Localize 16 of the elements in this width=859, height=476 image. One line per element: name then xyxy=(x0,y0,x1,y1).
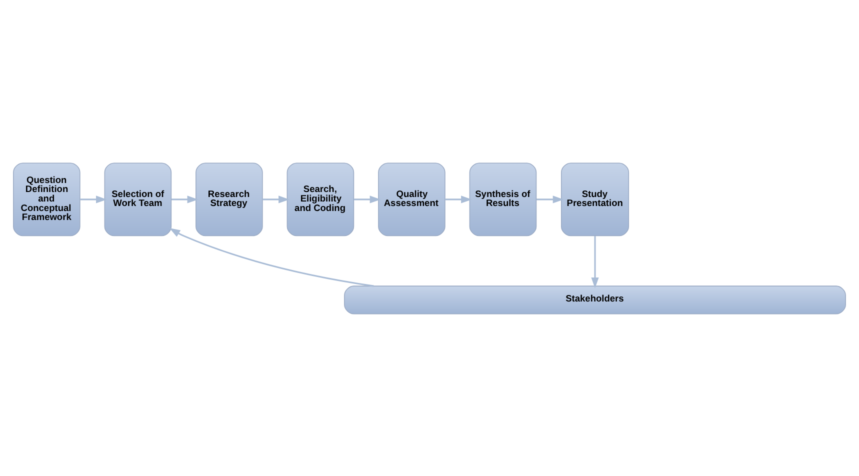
node-box: Research Strategy xyxy=(196,162,263,236)
arrow xyxy=(354,195,381,203)
arrow xyxy=(262,195,290,203)
node-box: Quality Assessment xyxy=(378,162,446,236)
arrow xyxy=(171,195,198,203)
node-box: Question Definition and Conceptual Framework xyxy=(13,162,80,236)
arrow xyxy=(169,228,374,286)
arrow xyxy=(591,235,599,288)
node-box: Study Presentation xyxy=(560,162,630,236)
node-box: Search, Eligibility and Coding xyxy=(286,162,354,236)
arrow xyxy=(536,195,564,203)
node-box: Stakeholders xyxy=(344,285,846,314)
arrow xyxy=(445,195,472,203)
node-box: Synthesis of Results xyxy=(469,162,537,236)
arrow xyxy=(80,195,107,203)
node-box: Selection of Work Team xyxy=(104,162,172,236)
